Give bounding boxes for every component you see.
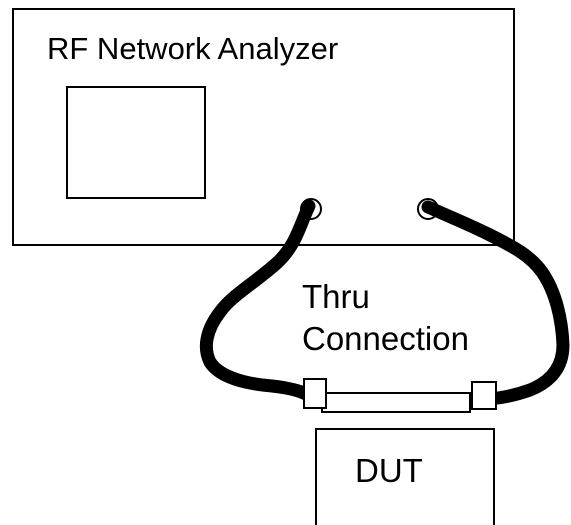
network-analyzer-label: RF Network Analyzer <box>47 31 338 66</box>
left-adapter-connector <box>303 378 327 409</box>
left-cable <box>199 199 316 401</box>
right-adapter-connector <box>471 381 497 410</box>
analyzer-display-screen <box>66 86 206 199</box>
thru-connection-label: Thru Connection <box>302 278 469 357</box>
right-cable <box>421 200 570 405</box>
thru-connection-label-line1: Thru <box>302 278 370 315</box>
network-analyzer-box <box>12 8 515 246</box>
dut-box <box>315 428 495 525</box>
thru-connection-label-line2: Connection <box>302 320 469 357</box>
thru-adapter-body <box>321 392 471 413</box>
dut-label: DUT <box>355 452 423 489</box>
